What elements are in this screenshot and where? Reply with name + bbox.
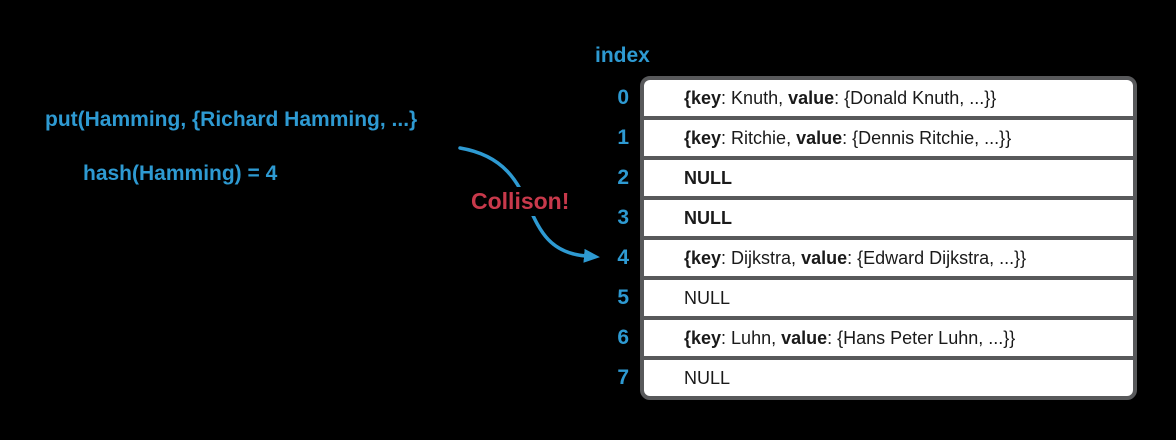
index-label-2: 2: [617, 166, 629, 189]
index-label-4: 4: [617, 246, 629, 269]
bucket-cell-4: {key: Dijkstra, value: {Edward Dijkstra,…: [644, 240, 1133, 276]
bucket-cell-2: NULL: [644, 160, 1133, 196]
index-label-7: 7: [617, 366, 629, 389]
bucket-cell-5: NULL: [644, 280, 1133, 316]
cell-text-segment: value: [796, 127, 843, 148]
bucket-cell-0: {key: Knuth, value: {Donald Knuth, ...}}: [644, 80, 1133, 116]
cell-text-segment: : {Donald Knuth, ...}}: [834, 87, 997, 108]
cell-text-segment: : Ritchie,: [721, 127, 797, 148]
cell-text-segment: NULL: [684, 367, 731, 388]
bucket-cell-6: {key: Luhn, value: {Hans Peter Luhn, ...…: [644, 320, 1133, 356]
cell-text-segment: : {Dennis Ritchie, ...}}: [842, 127, 1012, 148]
cell-text-segment: value: [801, 247, 848, 268]
cell-text-segment: value: [781, 327, 828, 348]
cell-text-segment: value: [788, 87, 835, 108]
cell-text-segment: {key: [684, 327, 722, 348]
put-call-annotation: put(Hamming, {Richard Hamming, ...}: [45, 108, 418, 131]
cell-text-segment: NULL: [684, 167, 732, 188]
cell-text-segment: : Luhn,: [721, 327, 782, 348]
bucket-column: {key: Knuth, value: {Donald Knuth, ...}}…: [640, 76, 1137, 400]
cell-text-segment: : Knuth,: [721, 87, 789, 108]
cell-text-segment: : {Edward Dijkstra, ...}}: [847, 247, 1027, 268]
cell-text-segment: : Dijkstra,: [721, 247, 802, 268]
index-label-6: 6: [617, 326, 629, 349]
index-label-0: 0: [617, 86, 629, 109]
cell-text-segment: {key: [684, 247, 722, 268]
index-label-3: 3: [617, 206, 629, 229]
cell-text-segment: {key: [684, 127, 722, 148]
collision-label: Collison!: [468, 187, 573, 216]
index-label-1: 1: [617, 126, 629, 149]
index-column-header: index: [595, 44, 650, 67]
index-label-5: 5: [617, 286, 629, 309]
bucket-cell-7: NULL: [644, 360, 1133, 396]
hash-result-annotation: hash(Hamming) = 4: [83, 162, 278, 185]
bucket-cell-1: {key: Ritchie, value: {Dennis Ritchie, .…: [644, 120, 1133, 156]
cell-text-segment: NULL: [684, 287, 731, 308]
cell-text-segment: NULL: [684, 207, 732, 228]
bucket-cell-3: NULL: [644, 200, 1133, 236]
cell-text-segment: : {Hans Peter Luhn, ...}}: [827, 327, 1016, 348]
cell-text-segment: {key: [684, 87, 722, 108]
index-column: 0 1 2 3 4 5 6 7: [597, 76, 629, 400]
